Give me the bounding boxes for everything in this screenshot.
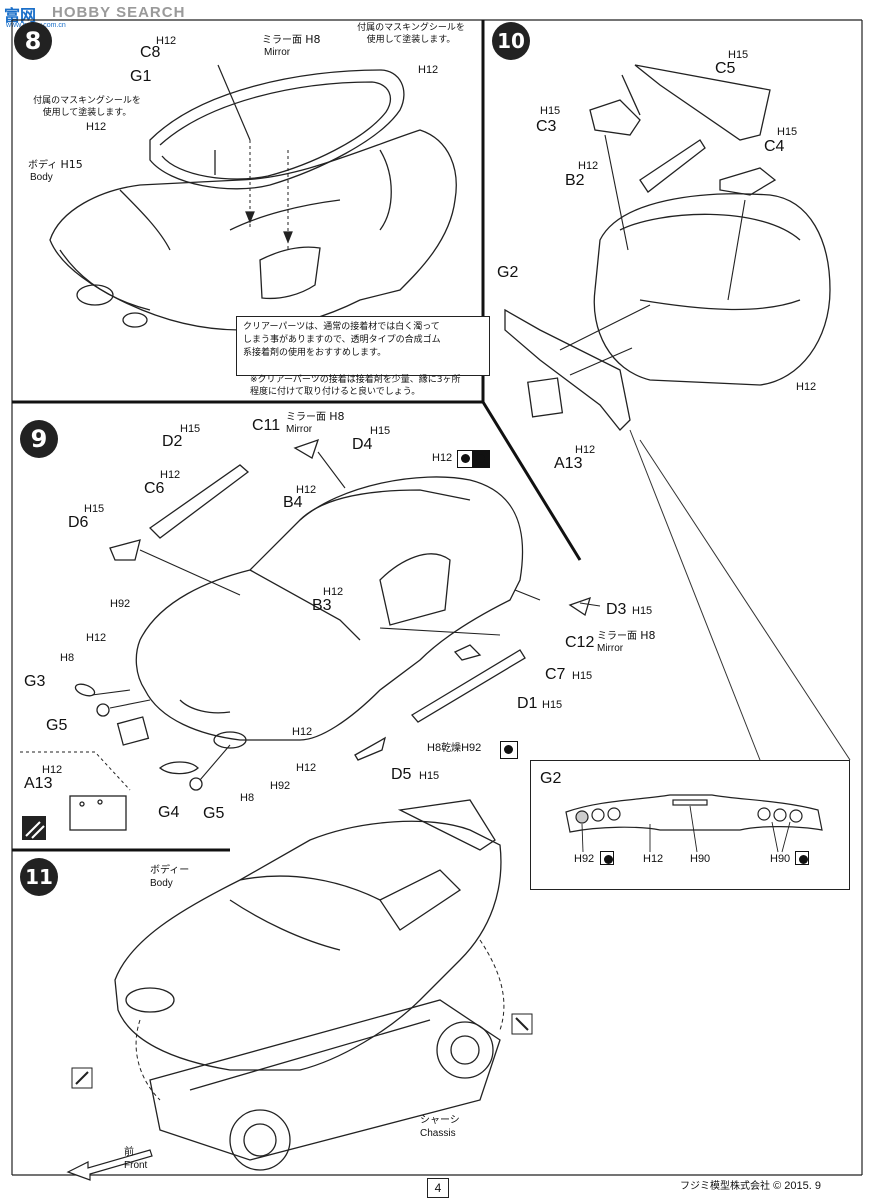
- cement-icon: [600, 851, 614, 865]
- step-11-badge: 11: [20, 858, 58, 896]
- part-c6-label: C6: [144, 480, 165, 497]
- part-c3-label: C3: [536, 118, 557, 135]
- clear-parts-note: クリアーパーツは、通常の接着材では白く濁って しまう事がありますので、透明タイプ…: [236, 316, 490, 376]
- color-h12-low: H12: [296, 762, 317, 774]
- part-d4-label: D4: [352, 436, 373, 453]
- part-b2-label: B2: [565, 172, 585, 189]
- masking-note-right: 付属のマスキングシールを 使用して塗装します。: [342, 22, 480, 48]
- d6-color: H15: [84, 503, 105, 515]
- b3-color: H12: [323, 586, 344, 598]
- color-h8-low: H8: [240, 792, 255, 804]
- clear-parts-note-2: ※クリアーパーツの接着は接着剤を少量、縁に3ヶ所 程度に付けて取り付けると良いで…: [250, 375, 461, 397]
- part-c12-label: C12: [565, 634, 595, 651]
- watermark-text: HOBBY SEARCH: [52, 4, 186, 21]
- c12-mirror-jp: ミラー面 H8: [597, 629, 656, 642]
- part-a13-label-step9: A13: [24, 775, 53, 792]
- d2-color: H15: [180, 423, 201, 435]
- step11-body-jp: ボディー: [150, 865, 190, 876]
- c12-mirror-en: Mirror: [597, 643, 624, 654]
- roof-color-h12: H12: [432, 452, 453, 464]
- c11-mirror-en: Mirror: [286, 424, 313, 435]
- step-8-badge: 8: [14, 22, 52, 60]
- copyright: フジミ模型株式会社 © 2015. 9: [680, 1180, 821, 1192]
- part-g5-label-b: G5: [203, 805, 225, 822]
- step11-body-en: Body: [150, 878, 173, 889]
- part-g5-label-a: G5: [46, 717, 68, 734]
- mirror-note-jp: ミラー面 H8: [262, 33, 321, 46]
- body-color-h12-right: H12: [418, 64, 439, 76]
- d5-color: H15: [419, 770, 440, 782]
- part-d3-label: D3: [606, 601, 627, 618]
- part-b3-label: B3: [312, 597, 332, 614]
- color-h92: H92: [110, 598, 131, 610]
- body-label-en: Body: [30, 172, 53, 183]
- part-g2-label: G2: [497, 264, 519, 281]
- part-a13-label-step10: A13: [554, 455, 583, 472]
- g2-detail-title: G2: [540, 770, 562, 787]
- front-label-jp: 前: [124, 1147, 134, 1158]
- part-c7-label: C7: [545, 666, 566, 683]
- color-h8-front: H8: [60, 652, 75, 664]
- step11-chassis-jp: シャーシ: [420, 1115, 460, 1126]
- part-g3-label: G3: [24, 673, 46, 690]
- part-c8-color: H12: [156, 35, 177, 47]
- part-g1-label: G1: [130, 68, 152, 85]
- step11-chassis-en: Chassis: [420, 1128, 456, 1139]
- part-g4-label: G4: [158, 804, 180, 821]
- g2-color-h90-right: H90: [770, 853, 791, 865]
- front-label-en: Front: [124, 1160, 148, 1171]
- masking-note-left: 付属のマスキングシールを 使用して塗装します。: [18, 95, 156, 121]
- b2-color: H12: [578, 160, 599, 172]
- c7-color: H15: [572, 670, 593, 682]
- color-h12-mid: H12: [292, 726, 313, 738]
- part-d2-label: D2: [162, 433, 183, 450]
- cement-icon: [795, 851, 809, 865]
- a13-color-step9: H12: [42, 764, 63, 776]
- cement-icon: [472, 450, 490, 468]
- d4-color: H15: [370, 425, 391, 437]
- part-c11-label: C11: [252, 417, 281, 434]
- rear-body-color: H12: [796, 381, 817, 393]
- part-c5-label: C5: [715, 60, 736, 77]
- step-10-badge: 10: [492, 22, 530, 60]
- c6-color: H12: [160, 469, 181, 481]
- body-label-jp: ボディ H15: [28, 158, 83, 171]
- part-d5-label: D5: [391, 766, 412, 783]
- d3-color: H15: [632, 605, 653, 617]
- front-arrow-icon: [66, 1149, 153, 1181]
- part-d6-label: D6: [68, 514, 89, 531]
- color-h92-low: H92: [270, 780, 291, 792]
- a13-color-step10: H12: [575, 444, 596, 456]
- dry-note: H8乾燥H92: [427, 742, 482, 754]
- b4-color: H12: [296, 484, 317, 496]
- cement-icon: [500, 741, 518, 759]
- color-h12-front: H12: [86, 632, 107, 644]
- part-d1-label: D1: [517, 695, 538, 712]
- g2-detail-box: [530, 760, 850, 890]
- part-c8-label: C8: [140, 44, 161, 61]
- part-b4-label: B4: [283, 494, 303, 511]
- mirror-note-en: Mirror: [264, 47, 291, 58]
- part-c4-label: C4: [764, 138, 785, 155]
- g2-color-h92: H92: [574, 853, 595, 865]
- step-9-badge: 9: [20, 420, 58, 458]
- c4-color: H15: [777, 126, 798, 138]
- page-number-box: 4: [427, 1178, 449, 1198]
- g2-color-h90-mid: H90: [690, 853, 711, 865]
- c3-color: H15: [540, 105, 561, 117]
- d1-color: H15: [542, 699, 563, 711]
- c5-color: H15: [728, 49, 749, 61]
- c11-mirror-jp: ミラー面 H8: [286, 410, 345, 423]
- glass-color-h12: H12: [86, 121, 107, 133]
- g2-color-h12: H12: [643, 853, 664, 865]
